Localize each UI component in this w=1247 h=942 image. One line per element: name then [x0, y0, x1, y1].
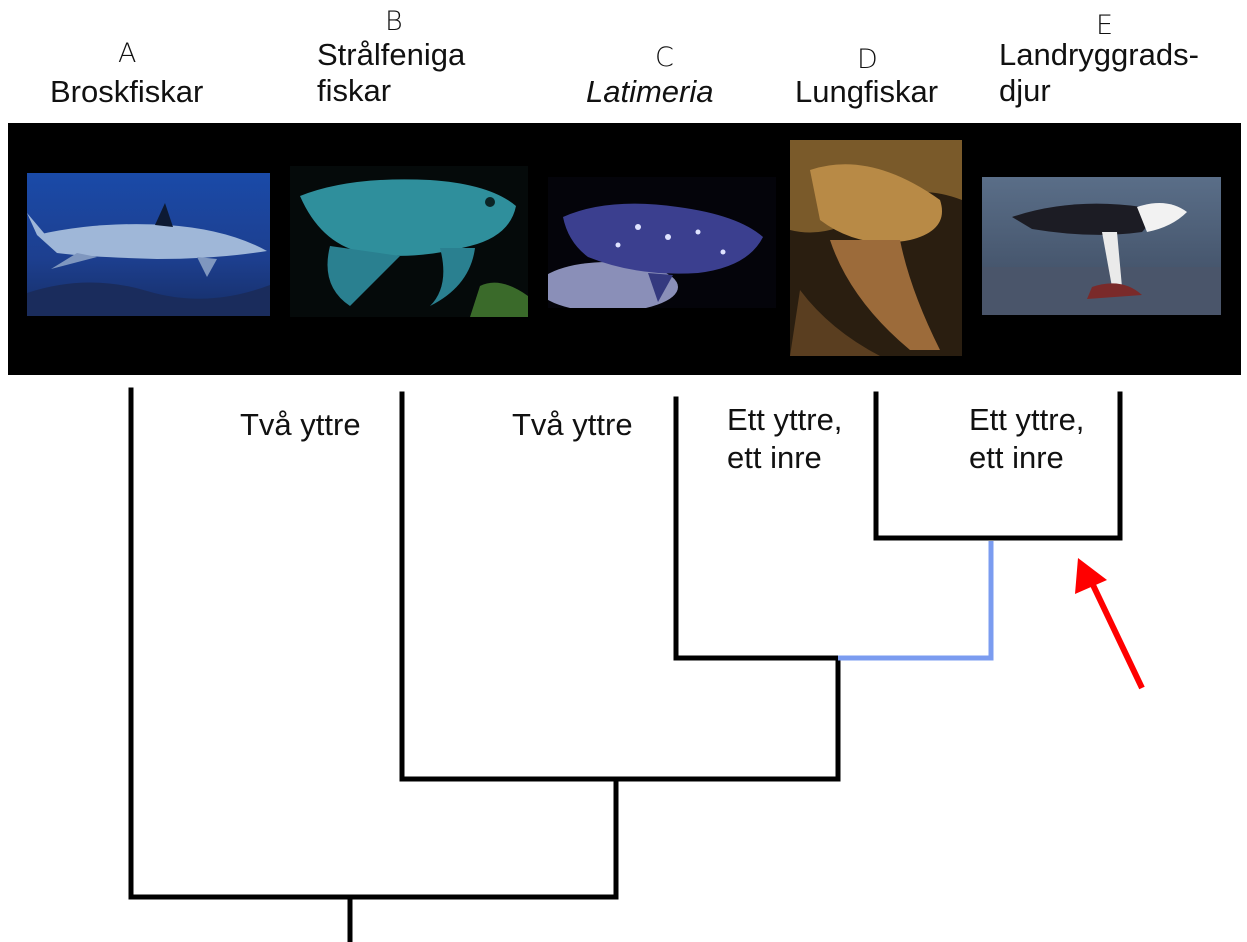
taxon-letter-b: B: [385, 6, 403, 37]
nostril-label-e-line1: Ett yttre,: [969, 402, 1085, 437]
taxon-name-e: Landryggrads- djur: [999, 37, 1199, 108]
taxon-name-b: Strålfeniga fiskar: [317, 37, 465, 108]
nostril-label-e-line2: ett inre: [969, 439, 1064, 475]
eagle-photo: [982, 177, 1221, 315]
red-arrow-head: [1075, 558, 1107, 594]
taxon-name-d: Lungfiskar: [795, 74, 939, 109]
taxon-name-b-line1: Strålfeniga: [317, 37, 466, 72]
taxon-name-c: Latimeria: [586, 74, 714, 109]
highlight-path: [838, 541, 994, 661]
shark-photo: [27, 173, 270, 316]
lungfish-photo: [790, 140, 962, 356]
ray-finned-fish-photo: [290, 166, 528, 317]
taxon-name-e-line2: djur: [999, 72, 1051, 108]
nostril-label-b: Två yttre: [240, 407, 361, 442]
nostril-label-d-line2: ett inre: [727, 439, 822, 475]
nostril-label-d-line1: Ett yttre,: [727, 402, 843, 437]
red-arrow-shaft: [1090, 583, 1145, 690]
highlighted-branch: [838, 541, 994, 661]
coelacanth-photo: [548, 177, 776, 308]
nostril-label-e: Ett yttre, ett inre: [969, 401, 1084, 477]
nostril-label-d: Ett yttre, ett inre: [727, 401, 842, 477]
nostril-label-c: Två yttre: [512, 407, 633, 442]
taxon-name-b-line2: fiskar: [317, 72, 392, 108]
taxon-name-a: Broskfiskar: [50, 74, 204, 109]
taxon-letter-c: C: [655, 42, 674, 73]
taxon-letter-d: D: [857, 44, 878, 75]
taxon-letter-a: A: [118, 38, 137, 69]
taxon-name-e-line1: Landryggrads-: [999, 37, 1199, 72]
red-arrow: [1075, 558, 1145, 690]
taxon-letter-e: E: [1096, 10, 1114, 41]
